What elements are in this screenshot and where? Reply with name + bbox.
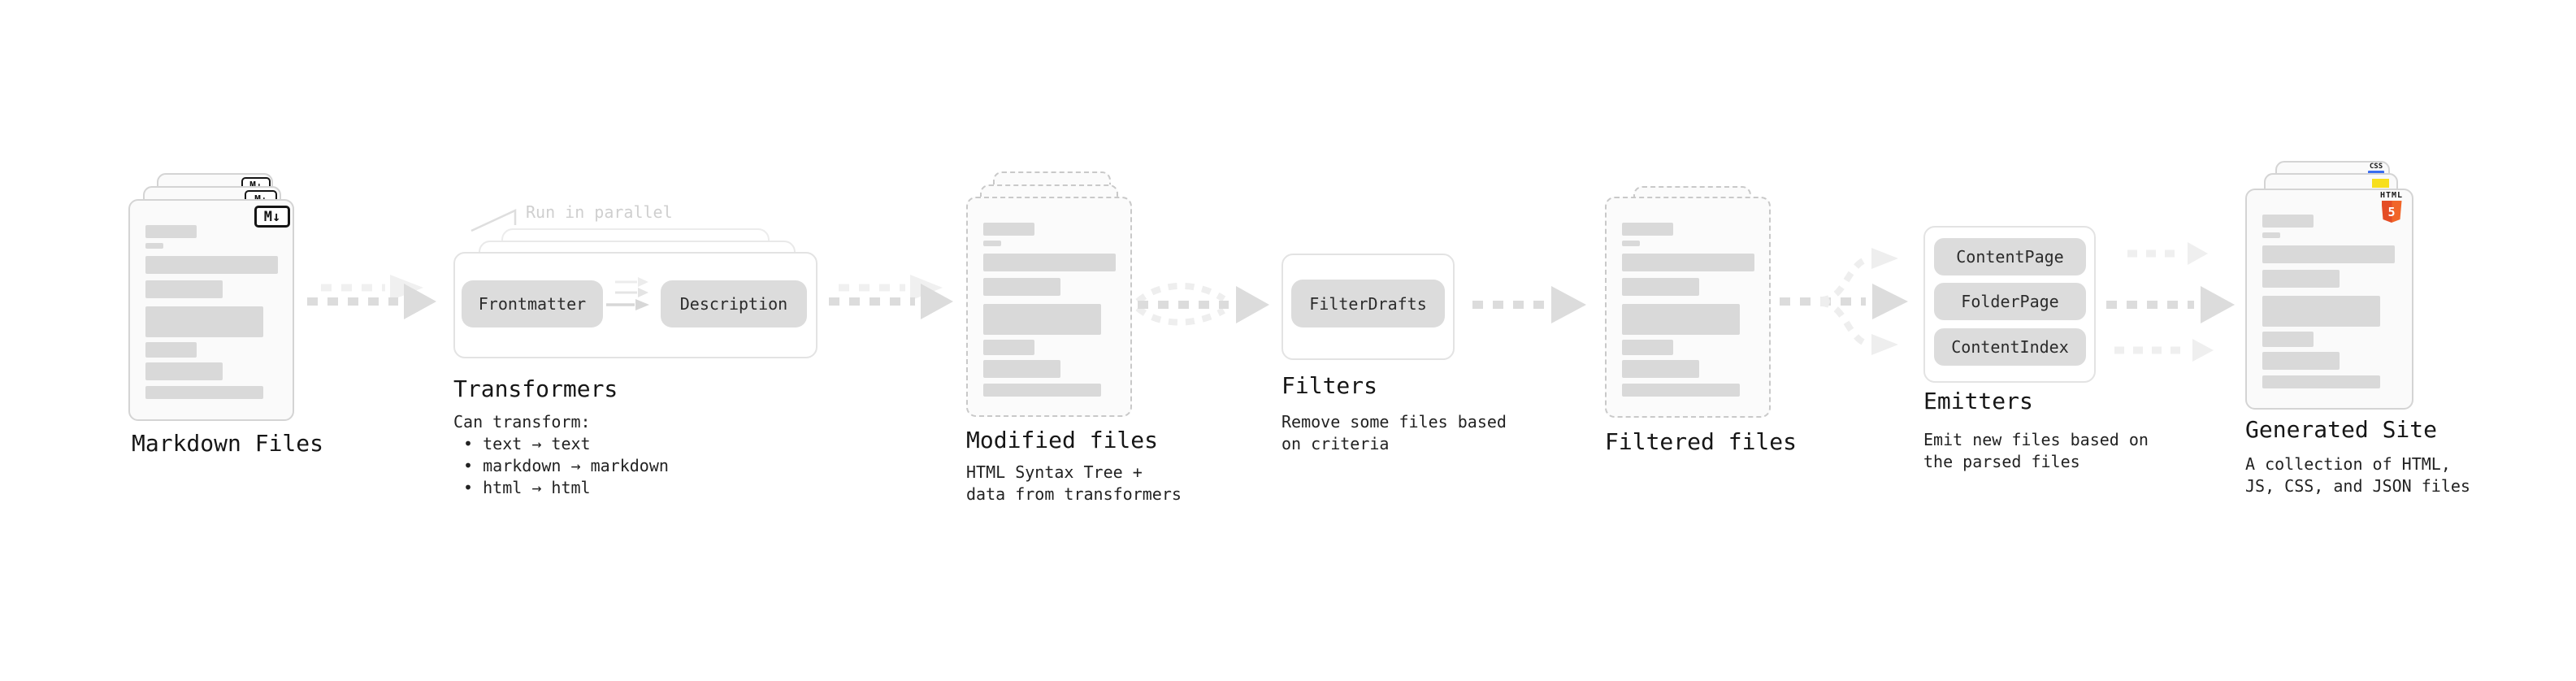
skeleton-bar: [983, 360, 1060, 378]
skeleton-bar: [2262, 352, 2340, 370]
skeleton-bar: [1622, 304, 1740, 335]
skeleton-bar: [145, 243, 163, 249]
file-card-front: [966, 197, 1132, 417]
skeleton-bar: [145, 225, 197, 238]
skeleton-bar: [145, 342, 197, 358]
stage-body-transformers: Can transform: • text → text • markdown …: [453, 412, 669, 497]
pill-filterdrafts: FilterDrafts: [1291, 280, 1445, 327]
run-in-parallel-note: Run in parallel: [526, 202, 673, 222]
skeleton-bar: [1622, 360, 1699, 378]
html5-number: 5: [2387, 204, 2396, 219]
stage-title-emitters: Emitters: [1923, 388, 2033, 414]
html5-shield-icon: 5: [2381, 201, 2402, 223]
skeleton-bar: [2262, 375, 2380, 388]
css-badge-icon: CSS: [2368, 163, 2384, 174]
flow-arrow-markdown-to-transformers-icon: [307, 275, 436, 319]
css-badge-underline: [2368, 171, 2384, 174]
stage-title-generated-site: Generated Site: [2245, 416, 2438, 443]
skeleton-bar: [2262, 232, 2280, 238]
stage-body-modified-files: HTML Syntax Tree + data from transformer…: [966, 462, 1182, 504]
js-badge-icon: [2372, 179, 2389, 188]
skeleton-bar: [983, 223, 1034, 236]
file-card-front: [1605, 197, 1771, 418]
skeleton-bar: [145, 362, 223, 380]
skeleton-bar: [1622, 223, 1673, 236]
flow-arrow-transformers-to-modified-icon: [829, 275, 953, 319]
skeleton-bar: [2262, 296, 2380, 327]
skeleton-bar: [983, 254, 1116, 271]
markdown-icon: M↓: [254, 206, 290, 228]
skeleton-bar: [145, 306, 263, 337]
stage-title-filters: Filters: [1281, 372, 1378, 399]
skeleton-bar: [145, 256, 278, 274]
file-card-front: [128, 199, 294, 421]
skeleton-bar: [983, 384, 1101, 397]
flow-arrow-filtered-to-emitters-icon: [1780, 248, 1908, 355]
skeleton-bar: [145, 280, 223, 298]
pill-description: Description: [661, 280, 807, 327]
skeleton-bar: [983, 278, 1060, 296]
skeleton-bar: [2262, 332, 2314, 347]
html5-badge-label: HTML: [2379, 191, 2404, 200]
skeleton-bar: [1622, 254, 1754, 271]
skeleton-bar: [1622, 340, 1673, 355]
html5-badge-icon: HTML 5: [2379, 192, 2404, 223]
flow-arrow-filters-to-filtered-icon: [1472, 286, 1586, 323]
callout-line-icon: [471, 209, 517, 232]
skeleton-bar: [983, 241, 1001, 246]
stage-title-transformers: Transformers: [453, 375, 618, 402]
stage-body-emitters: Emit new files based on the parsed files: [1923, 430, 2149, 471]
pill-folderpage: FolderPage: [1934, 283, 2086, 320]
css-badge-label: CSS: [2369, 163, 2383, 171]
skeleton-bar: [2262, 270, 2340, 288]
stage-title-filtered-files: Filtered files: [1605, 428, 1798, 455]
skeleton-bar: [2262, 215, 2314, 228]
stage-body-filters: Remove some files based on criteria: [1281, 412, 1507, 453]
stage-title-modified-files: Modified files: [966, 427, 1159, 453]
pill-contentindex: ContentIndex: [1934, 328, 2086, 366]
skeleton-bar: [2262, 245, 2395, 263]
skeleton-bar: [1622, 278, 1699, 296]
pill-contentpage: ContentPage: [1934, 238, 2086, 275]
stage-body-generated-site: A collection of HTML, JS, CSS, and JSON …: [2245, 454, 2470, 496]
skeleton-bar: [983, 340, 1034, 355]
stage-title-markdown-files: Markdown Files: [132, 430, 324, 457]
skeleton-bar: [1622, 241, 1640, 246]
skeleton-bar: [145, 386, 263, 399]
skeleton-bar: [1622, 384, 1740, 397]
flow-arrow-emitters-to-generated-icon: [2106, 242, 2235, 362]
flow-arrow-modified-to-filters-icon: [1135, 282, 1269, 326]
pill-frontmatter: Frontmatter: [462, 280, 603, 327]
skeleton-bar: [983, 304, 1101, 335]
file-card-front: [2245, 189, 2413, 410]
